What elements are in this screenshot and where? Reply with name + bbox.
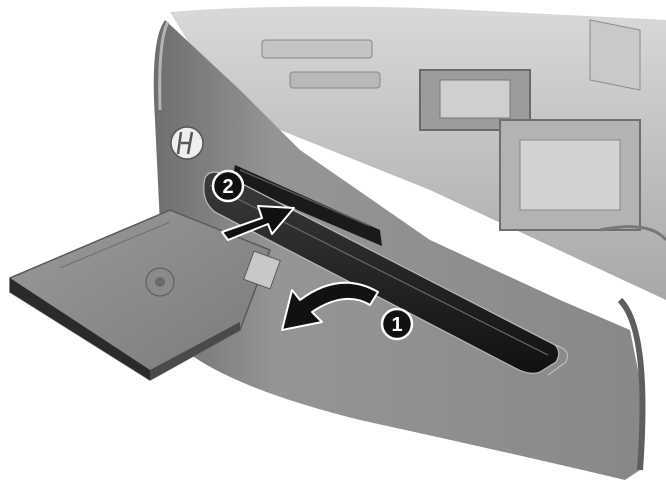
optical-drive [9,209,281,381]
step-number-1: 1 [391,314,402,336]
chassis-interior [170,6,666,300]
drive-bay-slot [232,165,382,246]
step-badge-2: 2 [211,169,245,203]
step-number-2: 2 [222,176,233,198]
hp-logo [170,126,204,160]
curved-arrow-icon [281,281,379,331]
straight-arrow-icon [221,205,295,241]
step-badge-1: 1 [380,307,414,341]
